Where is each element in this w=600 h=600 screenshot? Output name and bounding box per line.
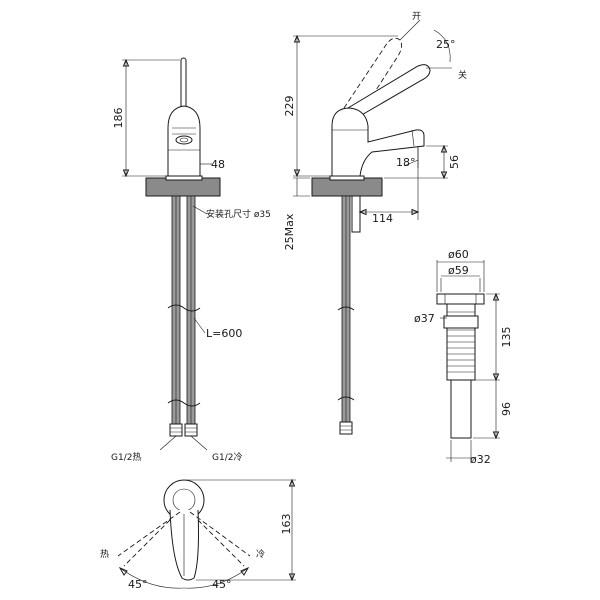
- side-view: 229 25Max 56 18° 114 25° 开 关: [283, 11, 467, 435]
- front-inlet-cold: G1/2冷: [212, 451, 242, 463]
- top-swing-cold: [189, 511, 251, 557]
- front-nut-cold: [184, 423, 198, 437]
- side-lever: [337, 64, 431, 125]
- drain-outer-dia: ø60: [448, 248, 469, 261]
- side-nut: [339, 421, 353, 435]
- front-spout-dim: 48: [211, 158, 225, 171]
- top-depth-dim: 163: [280, 514, 293, 535]
- front-nut-hot: [169, 423, 183, 437]
- side-shank: [351, 195, 361, 233]
- side-max-thickness: 25Max: [283, 213, 296, 250]
- top-view: 45° 45° 热 冷 163: [100, 478, 296, 591]
- drain-body-dia: ø37: [414, 312, 435, 325]
- side-body: [331, 107, 425, 177]
- drain-flange-dia: ø59: [448, 264, 469, 277]
- front-hose-length: L=600: [206, 327, 242, 340]
- top-hot-label: 热: [100, 548, 109, 560]
- side-total-height: 229: [283, 96, 296, 117]
- front-aerator: [175, 135, 193, 145]
- side-open-label: 开: [412, 11, 421, 22]
- drain-lower-height: 96: [500, 402, 513, 416]
- front-view: 186 48 安装孔尺寸 ø35 L=600 G1/2热 G1/2冷: [111, 57, 271, 463]
- drain-tail: [450, 379, 472, 439]
- side-close-label: 关: [458, 69, 467, 81]
- drain-nut: [443, 315, 479, 329]
- top-swing-cold-2: [197, 519, 245, 567]
- drain-upper-height: 135: [500, 327, 513, 348]
- drain-flange: [436, 293, 485, 305]
- front-hole-label: 安装孔尺寸 ø35: [206, 208, 271, 220]
- front-base-plate: [145, 177, 221, 197]
- drain-view: ø60 ø59 ø37 135 96 ø32: [414, 248, 513, 466]
- front-inlet-hot: G1/2热: [111, 451, 141, 463]
- side-spout-angle: 18°: [396, 156, 416, 169]
- top-right-angle: 45°: [212, 578, 232, 591]
- top-cold-label: 冷: [256, 548, 265, 560]
- side-lever-angle: 25°: [436, 38, 456, 51]
- top-swing-hot: [117, 511, 181, 557]
- top-left-angle: 45°: [128, 578, 148, 591]
- side-base-plate: [311, 177, 383, 197]
- front-height-dim: 186: [112, 108, 125, 129]
- top-swing-hot-2: [123, 519, 171, 567]
- side-reach: 114: [372, 212, 393, 225]
- drain-tail-dia: ø32: [470, 453, 491, 466]
- side-spout-height: 56: [448, 155, 461, 169]
